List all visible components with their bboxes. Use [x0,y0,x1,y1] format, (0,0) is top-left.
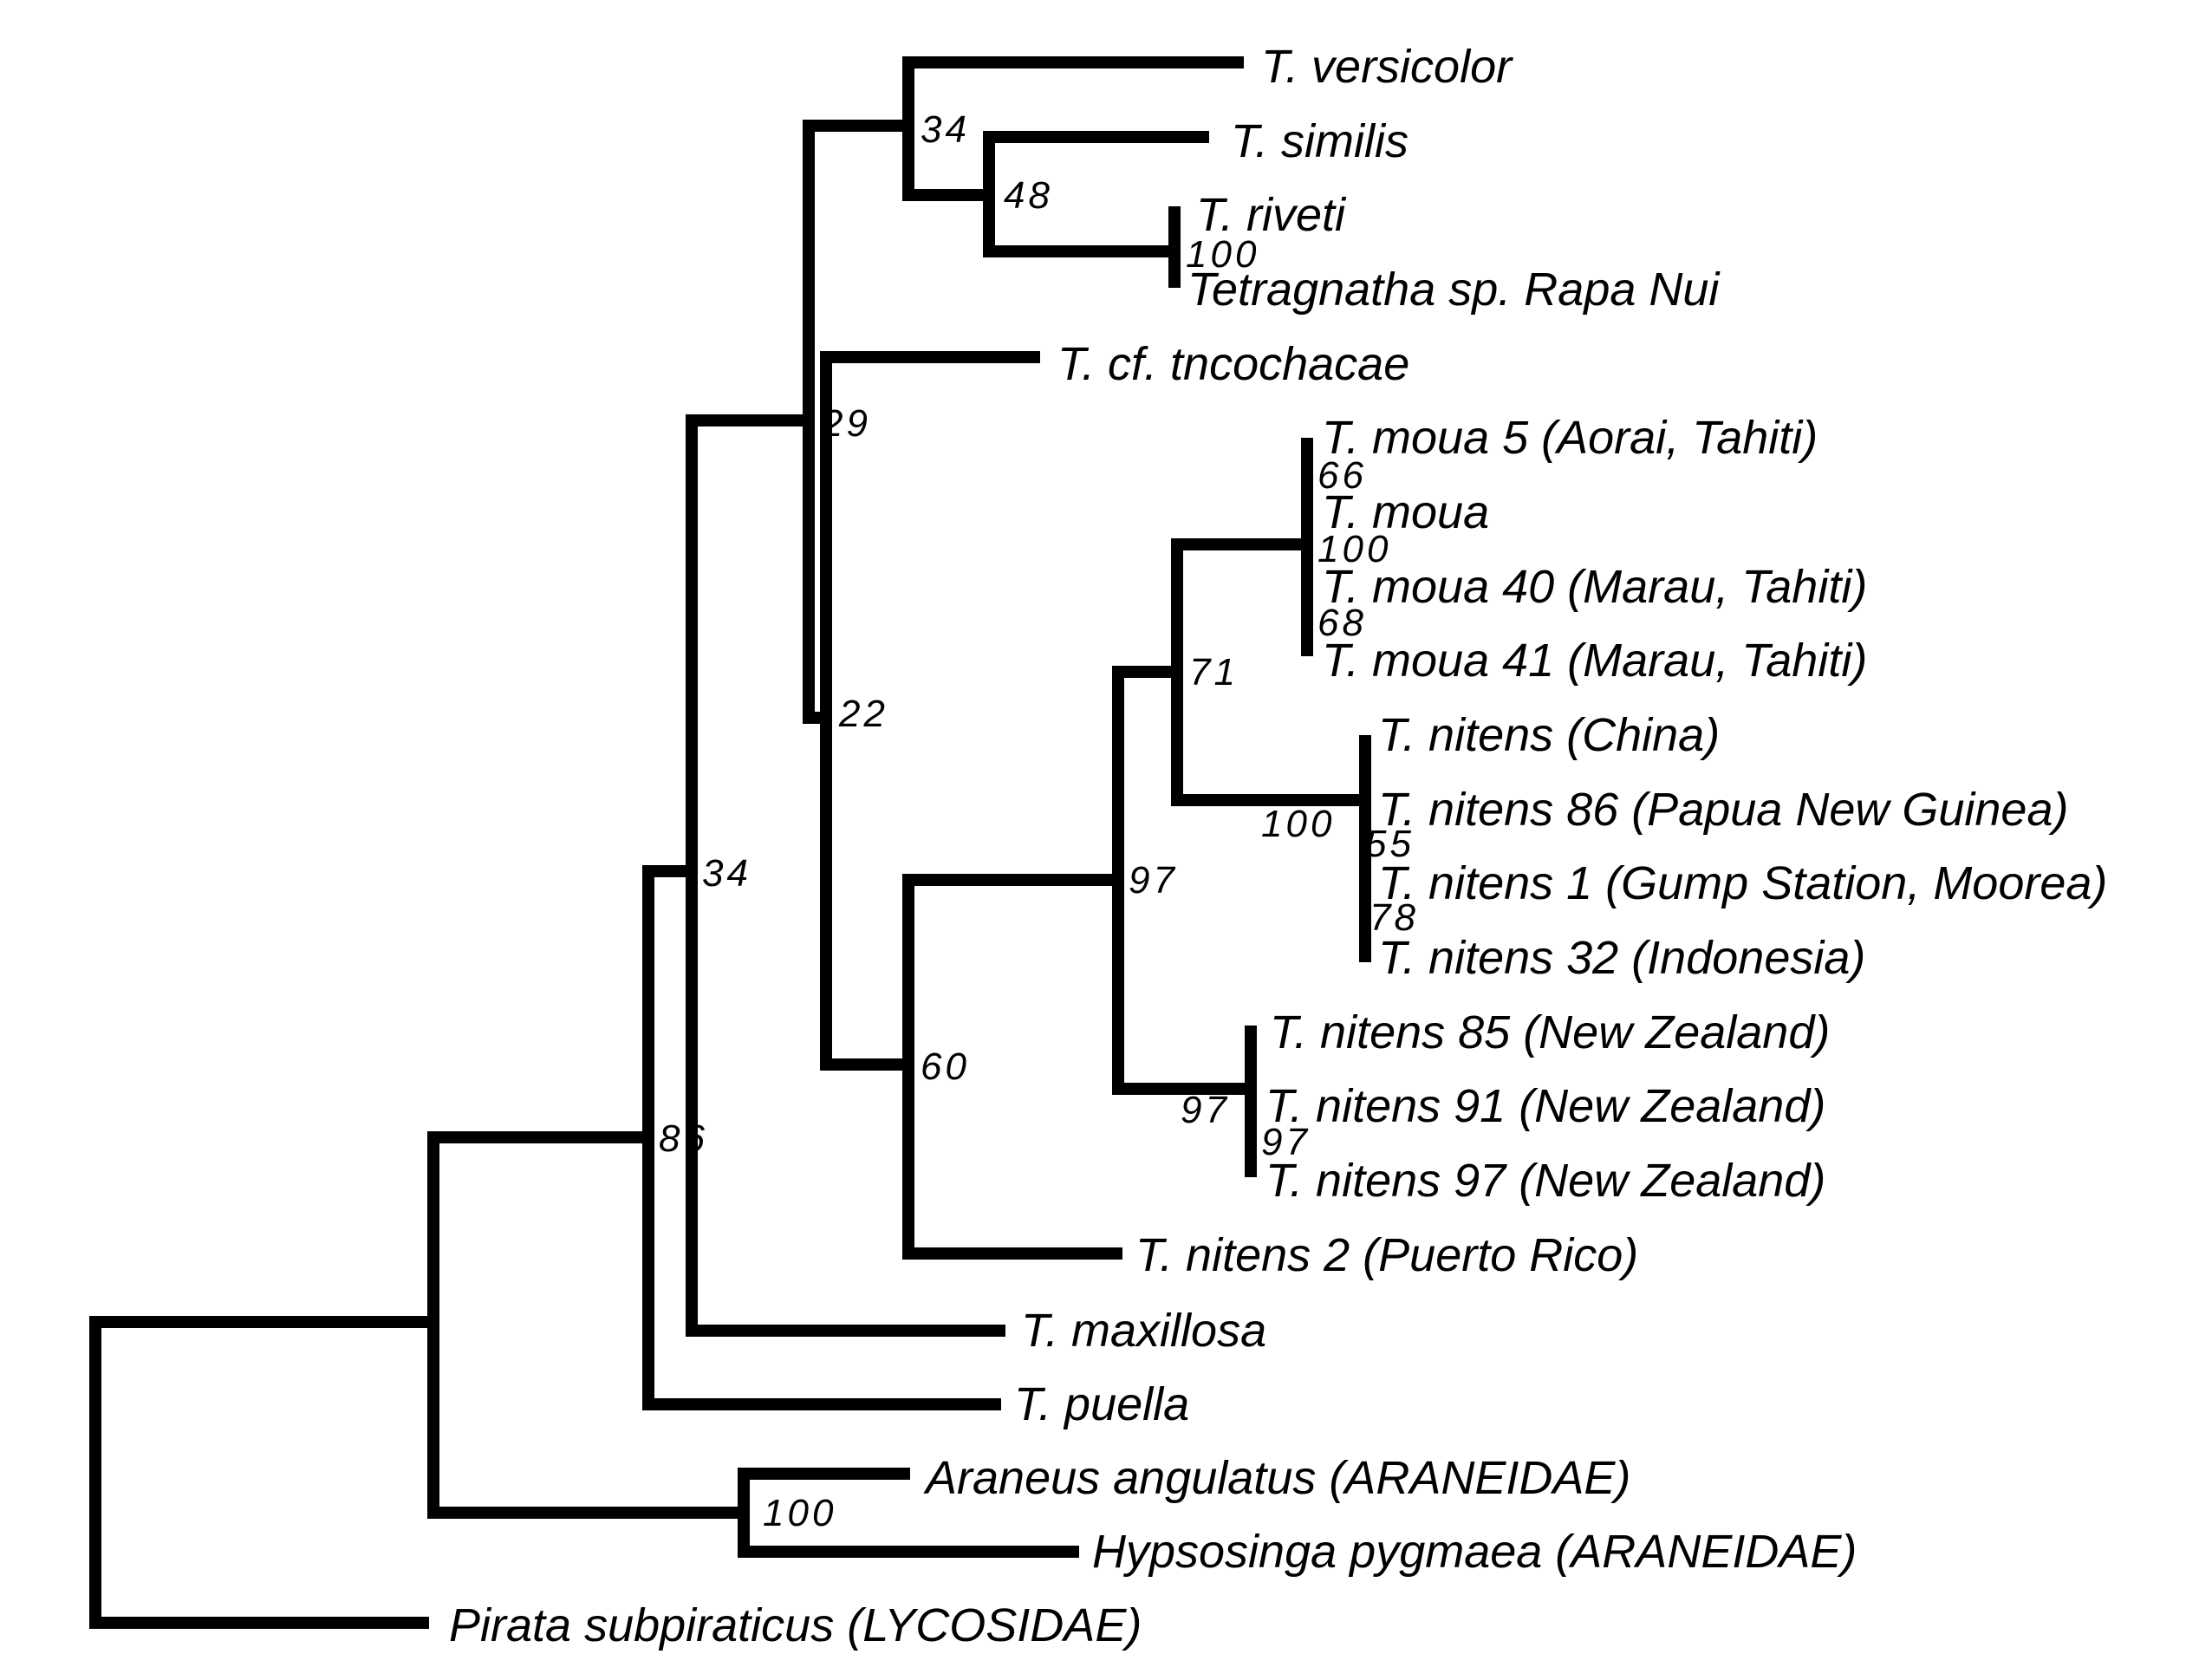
taxon-label: Tetragnatha sp. Rapa Nui [1187,264,1721,316]
branch-node-71 [1171,538,1367,806]
tree-branches [89,56,1371,1629]
taxon-label: T. cf. tncochacae [1057,338,1409,390]
taxon-label: T. moua 41 (Marau, Tahiti) [1322,635,1867,687]
branch-node-34 [686,414,1005,1337]
support-value: 60 [921,1045,970,1088]
support-value: 100 [1186,233,1259,276]
support-value: 48 [1004,174,1053,217]
taxon-label: T. nitens 85 (New Zealand) [1270,1006,1830,1058]
support-value: 97 [1181,1089,1230,1131]
taxon-label: Hypsosinga pygmaea (ARANEIDAE) [1092,1526,1857,1578]
support-value: 66 [1317,454,1367,497]
support-value: 97 [1129,859,1178,902]
support-value: 100 [1261,803,1335,845]
taxon-label: T. nitens 2 (Puerto Rico) [1135,1229,1638,1281]
taxon-label: T. moua 5 (Aorai, Tahiti) [1322,412,1818,464]
branch-similis-clade [983,131,1209,257]
taxon-label: T. similis [1231,115,1409,167]
taxon-label: T. versicolor [1261,41,1513,93]
support-value: 97 [1261,1121,1311,1163]
taxon-labels: T. versicolor T. similis T. riveti Tetra… [449,41,2107,1651]
taxon-label: T. nitens 32 (Indonesia) [1378,932,1865,984]
taxon-label: T. maxillosa [1021,1305,1266,1357]
branch-versicolor-clade [902,56,1244,201]
support-value: 34 [921,108,970,151]
taxon-label: T. nitens 91 (New Zealand) [1265,1080,1825,1132]
taxon-label: T. nitens 86 (Papua New Guinea) [1378,784,2068,836]
taxon-label: Pirata subpiraticus (LYCOSIDAE) [449,1599,1142,1651]
branch-node-a [427,1131,745,1519]
support-value: 100 [763,1492,836,1534]
support-value: 100 [1317,528,1391,570]
taxon-label: T. moua 40 (Marau, Tahiti) [1322,561,1867,613]
support-value: 71 [1189,651,1239,694]
taxon-label: T. moua [1322,486,1489,538]
branch-node-86 [642,865,1001,1410]
taxon-label: T. nitens 1 (Gump Station, Moorea) [1378,857,2107,909]
taxon-label: Araneus angulatus (ARANEIDAE) [923,1452,1630,1504]
support-values: 34 48 100 29 66 100 68 71 22 100 55 78 3… [659,108,1419,1534]
taxon-label: T. puella [1014,1378,1189,1430]
support-value: 29 [821,402,871,445]
support-value: 55 [1365,823,1415,865]
branch-araneidae [738,1468,1079,1558]
support-value: 68 [1317,602,1367,644]
support-value: 34 [702,852,751,895]
support-value: 78 [1369,896,1419,939]
taxon-label: T. nitens 97 (New Zealand) [1265,1155,1825,1207]
branch-node-97 [1112,666,1252,1095]
branch-root [89,1316,433,1629]
branch-node-60 [902,874,1122,1260]
taxon-label: T. nitens (China) [1378,709,1720,761]
support-value: 22 [838,693,888,735]
taxon-label: T. riveti [1196,189,1347,241]
support-value: 86 [659,1117,708,1160]
branch-node-22 [820,351,1040,1071]
